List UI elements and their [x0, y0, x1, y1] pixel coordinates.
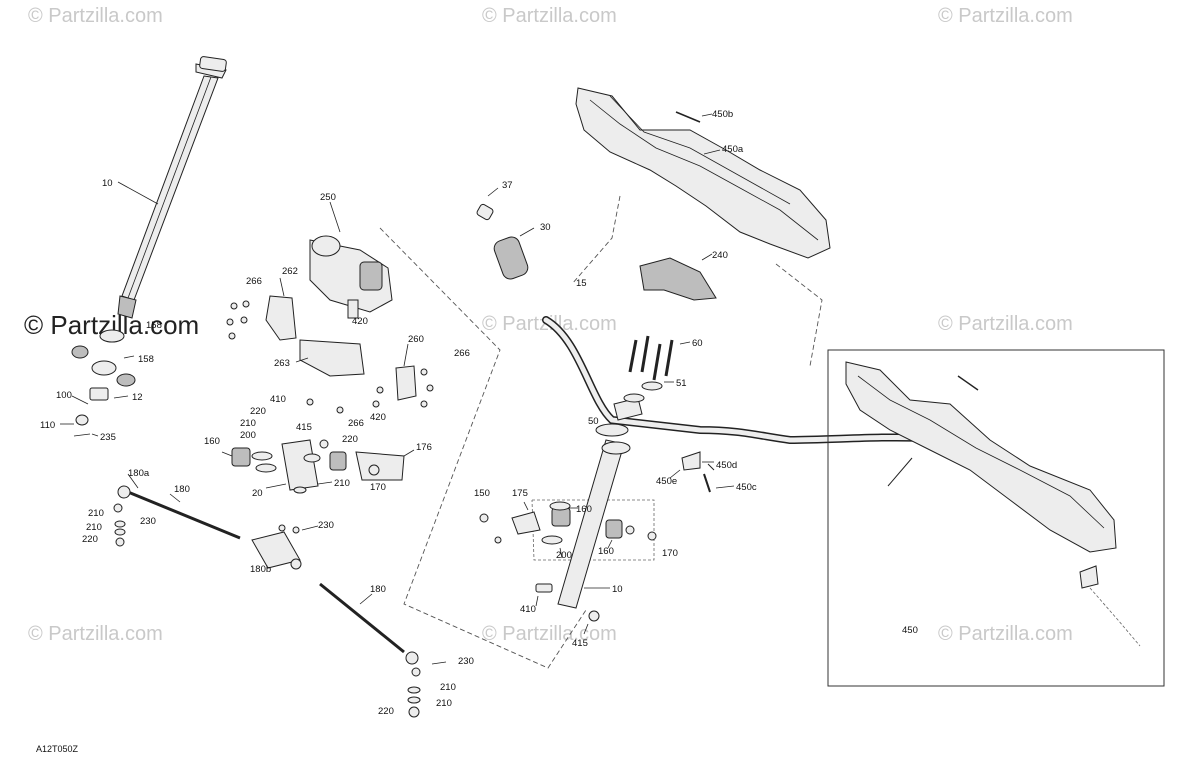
callout: 266	[454, 348, 470, 359]
callout: 12	[132, 392, 143, 403]
callout: 263	[274, 358, 290, 369]
callout: 230	[140, 516, 156, 527]
callout: 420	[352, 316, 368, 327]
callout: 220	[82, 534, 98, 545]
callout: 220	[342, 434, 358, 445]
callout: 230	[318, 520, 334, 531]
callout: 20	[252, 488, 263, 499]
callout: 10	[612, 584, 623, 595]
tie-rod-icon	[113, 485, 421, 718]
callout: 210	[86, 522, 102, 533]
callout: 210	[88, 508, 104, 519]
windshield-icon	[845, 361, 1117, 589]
watermark: © Partzilla.com	[28, 623, 163, 645]
inset-frame	[827, 349, 1165, 687]
callout: 160	[598, 546, 614, 557]
callout: 15	[576, 278, 587, 289]
callout: 158	[146, 320, 162, 331]
windshield-icon	[575, 87, 831, 259]
callout: 266	[348, 418, 364, 429]
bracket-icon	[265, 295, 417, 401]
callout: 200	[556, 550, 572, 561]
watermark: © Partzilla.com	[28, 5, 163, 27]
callout: 450	[902, 625, 918, 636]
callout: 266	[246, 276, 262, 287]
clamp-icon	[681, 451, 715, 493]
callout: 450d	[716, 460, 737, 471]
callout: 160	[576, 504, 592, 515]
callout: 100	[56, 390, 72, 401]
callout: 150	[474, 488, 490, 499]
callout: 10	[102, 178, 113, 189]
callout: 50	[588, 416, 599, 427]
callout: 170	[370, 482, 386, 493]
callout: 410	[520, 604, 536, 615]
callout: 30	[540, 222, 551, 233]
callout: 110	[40, 420, 55, 431]
callout: 415	[572, 638, 588, 649]
watermark: © Partzilla.com	[938, 5, 1073, 27]
callout: 158	[138, 354, 154, 365]
callout: 240	[712, 250, 728, 261]
callout: 450b	[712, 109, 733, 120]
callout: 230	[458, 656, 474, 667]
callout: 160	[204, 436, 220, 447]
drawing-code: A12T050Z	[36, 744, 79, 754]
callout: 180	[370, 584, 386, 595]
callout: 51	[676, 378, 687, 389]
steering-column-icon	[557, 397, 643, 609]
callout: 210	[440, 682, 456, 693]
callout: 210	[334, 478, 350, 489]
callout: 450c	[736, 482, 757, 493]
callout-labels: 10 15 37 30 450b 450a 240 250 266 262 42…	[40, 109, 918, 717]
callout: 200	[240, 430, 256, 441]
callout: 450e	[656, 476, 677, 487]
callout: 420	[370, 412, 386, 423]
callout: 410	[270, 394, 286, 405]
callout: 180a	[128, 468, 150, 479]
callout: 210	[240, 418, 256, 429]
watermark: © Partzilla.com	[938, 623, 1073, 645]
callout: 450a	[722, 144, 744, 155]
callout: 180	[174, 484, 190, 495]
bearing-icon	[231, 439, 405, 494]
callout: 175	[512, 488, 528, 499]
callout: 210	[436, 698, 452, 709]
power-steering-unit-icon	[309, 235, 393, 319]
callout: 60	[692, 338, 703, 349]
callout: 250	[320, 192, 336, 203]
bearing-icon	[479, 501, 657, 622]
watermark: © Partzilla.com	[482, 5, 617, 27]
bearing-icon	[71, 329, 136, 437]
callout: 220	[250, 406, 266, 417]
callout: 176	[416, 442, 432, 453]
watermark: © Partzilla.com	[482, 623, 617, 645]
callout: 262	[282, 266, 298, 277]
callout: 180b	[250, 564, 271, 575]
callout: 260	[408, 334, 424, 345]
steering-shaft-icon	[117, 56, 227, 319]
callout: 235	[100, 432, 116, 443]
watermark: © Partzilla.com	[938, 313, 1073, 335]
grip-icon	[476, 203, 529, 280]
callout: 170	[662, 548, 678, 559]
callout: 220	[378, 706, 394, 717]
callout: 415	[296, 422, 312, 433]
handlebar-cover-icon	[639, 257, 717, 301]
bolt-icon	[226, 300, 434, 414]
callout: 37	[502, 180, 513, 191]
bolt-icon	[623, 335, 674, 403]
